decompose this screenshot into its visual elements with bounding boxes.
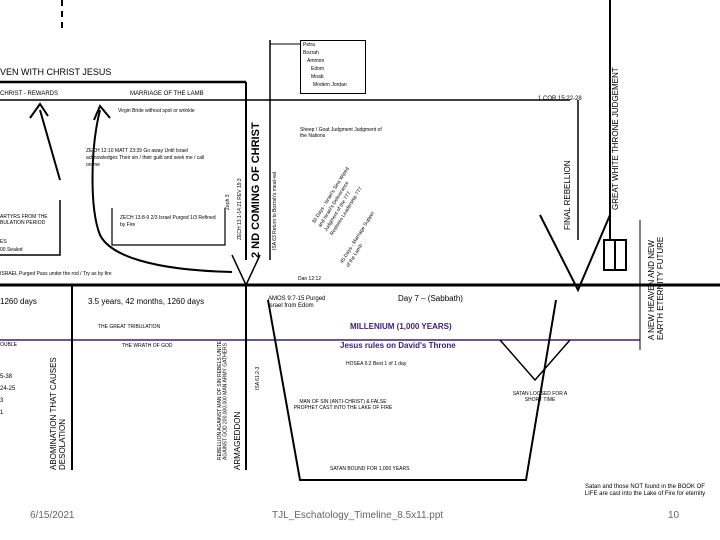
double-label: OUBLE <box>0 342 17 348</box>
footer-file: TJL_Eschatology_Timeline_8.5x11.ppt <box>272 510 444 521</box>
tribulation-label: THE GREAT TRIBULATION <box>98 324 161 330</box>
martyrs-note: ARTYRS FROM THE BULATION PERIOD <box>0 214 48 226</box>
millennium-label: MILLENIUM (1,000 YEARS) <box>350 322 452 331</box>
footer-page: 10 <box>668 510 680 521</box>
zech-bracket <box>111 208 226 246</box>
footer-date: 6/15/2021 <box>30 510 75 521</box>
dan-ref: Dan 12:12 <box>298 276 322 282</box>
israel-rod-note: ISRAEL Purged Pass under the rod / Try a… <box>0 271 112 277</box>
amos-note: AMOS 9:7-15 Purged Israel from Edom <box>268 296 326 309</box>
sealed-note-a: ES <box>0 239 7 245</box>
hosea-note: HOSEA 6:2 Best 1 of 1 day <box>346 361 407 367</box>
martyrs-bracket <box>0 200 61 256</box>
sheep-goat-note: Sheep / Goat Judgment Judgment of the Na… <box>300 127 382 139</box>
zech-13-note: ZECH 13:8-9 2/3 Israel Purged 1/3 Refine… <box>120 215 216 228</box>
days-1260-label: 1260 days <box>0 297 37 306</box>
rapture-arrow <box>93 104 111 121</box>
reign-arrow-head <box>29 102 49 119</box>
zech-matt-note: ZECH 12:10 MATT 23:39 Go away Until Isra… <box>86 148 205 168</box>
millennium-v <box>267 299 557 481</box>
cor-ref: 1 COR 15:22-28 <box>538 96 582 102</box>
final-rebellion-label: FINAL REBELLION <box>563 160 572 230</box>
nation-4: Edom <box>311 66 325 72</box>
nation-3: Ammon <box>307 58 325 64</box>
man-of-sin-note: MAN OF SIN (ANTI-CHRIST) & FALSE PROPHET… <box>293 399 393 411</box>
day-7-label: Day 7 – (Sabbath) <box>398 294 463 303</box>
period-label: 3.5 years, 42 months, 1260 days <box>88 297 205 306</box>
reign-label: Jesus rules on David's Throne <box>340 341 456 350</box>
nation-6: Modern Jordan <box>313 82 347 88</box>
nation-1: Petra <box>303 42 315 48</box>
new-heaven-label: A NEW HEAVEN AND NEW EARTH ETERNITY FUTU… <box>647 236 665 340</box>
second-coming-label: 2 ND COMING OF CHRIST <box>250 122 262 258</box>
left-ref-4: 1 <box>0 410 4 416</box>
abomination-label: ABOMINATION THAT CAUSES DESOLATION <box>49 357 67 470</box>
left-ref-3: 3 <box>0 398 4 404</box>
rapture-arc <box>91 109 233 273</box>
reign-arrow-line <box>39 109 61 181</box>
wrath-label: THE WRATH OF GOD <box>122 343 173 349</box>
nation-5: Moab <box>311 74 324 80</box>
sealed-note-b: 00 Sealed <box>0 247 23 253</box>
satan-loosed-note: SATAN LOOSED FOR A SHORT TIME <box>512 391 568 403</box>
bride-label: Virgin Bride without spot or wrinkle <box>118 108 195 114</box>
isa61-label: ISA 61:2-3 <box>255 366 261 390</box>
left-ref-2: 24-25 <box>0 386 16 392</box>
left-ref-1: 5-38 <box>0 374 13 380</box>
isa63-label: ISA 63 Return to Bozrah's meat-vat <box>272 171 278 250</box>
satan-loosed-v <box>499 339 571 382</box>
satan-bound-note: SATAN BOUND FOR 1,000 YEARS <box>330 466 410 472</box>
zeph-label: Zeph 3 <box>225 194 231 210</box>
zech-rev-label: ZECH 13:1-14:21 REV 19:3 <box>237 178 243 240</box>
rebellion-vs-god-label: REBELLION AGAINST MAN OF SIN REBELS UNIT… <box>217 340 229 460</box>
great-white-label: GREAT WHITE THRONE JUDGEMENT <box>611 67 620 210</box>
final-rebellion-v <box>539 214 611 293</box>
rewards-label: CHRIST - REWARDS <box>0 91 59 97</box>
marriage-label: MARRIAGE OF THE LAMB <box>130 91 204 97</box>
reign-title: VEN WITH CHRIST JESUS <box>0 67 112 77</box>
lake-of-fire-note: Satan and those NOT found in the BOOK OF… <box>584 484 706 497</box>
nation-2: Bozrah <box>303 50 319 56</box>
nations-box: Petra Bozrah Ammon Edom Moab Modern Jord… <box>300 40 366 94</box>
